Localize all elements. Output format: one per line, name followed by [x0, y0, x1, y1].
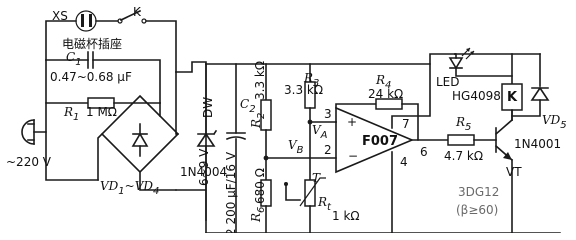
rt-value: 1 kΩ	[332, 209, 360, 223]
led-label: LED	[436, 75, 460, 89]
zener-label: DW	[201, 97, 215, 118]
positive-rail	[205, 53, 456, 65]
r4-label: R4	[375, 73, 391, 91]
pin3-label: 3	[324, 107, 332, 121]
r2-label: R2	[249, 113, 267, 129]
transistor-vt-symbol	[494, 118, 514, 162]
transistor-label: VT	[506, 165, 522, 179]
mains-plug-symbol	[21, 119, 35, 145]
vd5-diode-symbol	[530, 86, 550, 101]
transistor-model: 3DG12	[458, 185, 499, 199]
socket-xs-symbol	[75, 10, 97, 32]
rt-label: Rt	[317, 195, 332, 213]
opamp-plus: +	[347, 115, 357, 129]
switch-label: K	[133, 5, 142, 19]
opamp-minus: −	[348, 149, 358, 163]
mains-label: ~220 V	[6, 155, 52, 169]
vd5-label: VD5	[542, 113, 567, 131]
r4-value: 24 kΩ	[368, 87, 403, 101]
r3-label: R3	[303, 71, 319, 89]
relay-model: HG4098	[452, 89, 501, 103]
bridge-diode-label: 1N4004	[180, 165, 227, 179]
socket-label: XS	[52, 9, 68, 23]
bridge-ref-section: R3 3.3 kΩ VA T Rt 1 kΩ	[284, 63, 360, 233]
pin4-label: 4	[400, 155, 408, 169]
r2-value: 3.3 kΩ	[253, 61, 267, 100]
divider-section: R2 3.3 kΩ R6 680 Ω VB	[249, 61, 337, 233]
c1-label: C1	[66, 50, 82, 68]
va-label: VA	[312, 123, 328, 141]
feedback-section: R4 24 kΩ	[335, 73, 419, 141]
r3-value: 3.3 kΩ	[284, 83, 323, 97]
top-rail-entry	[175, 61, 207, 73]
pin7-to-rail	[391, 63, 431, 129]
r5-value: 4.7 kΩ	[444, 149, 483, 163]
switch-k-symbol	[117, 9, 147, 24]
c2-capacitor-symbol	[225, 132, 247, 141]
transistor-beta: (β≥60)	[456, 203, 498, 217]
vb-label: VB	[288, 138, 304, 156]
pin7-label: 7	[402, 117, 410, 131]
circuit-diagram: XS K 电磁杯插座 C1 0.47~0.68 μF R1 1 MΩ	[6, 5, 567, 233]
led-symbol	[448, 47, 475, 70]
opamp-f007: + − F007 3 2 7 6 4	[324, 63, 431, 233]
r5-label: R5	[455, 115, 471, 133]
c2-value: 2 200 μF/16 V	[224, 151, 238, 233]
r6-value: 680 Ω	[253, 168, 267, 204]
zener-dw-symbol	[196, 129, 218, 147]
zener-value: 6~9 V	[197, 148, 211, 186]
regulator-section: DW 6~9 V C2 2 200 μF/16 V	[196, 63, 256, 233]
output-section: LED K HG4098 VD5 1N4001	[436, 47, 567, 151]
vd5-model: 1N4001	[514, 137, 561, 151]
r1-value: 1 MΩ	[86, 105, 117, 119]
pin6-label: 6	[420, 145, 428, 159]
r5-resistor	[447, 134, 475, 146]
driver-section: R5 4.7 kΩ VT 3DG12 (β≥60)	[417, 103, 522, 233]
relay-label: K	[507, 90, 518, 105]
pin2-label: 2	[324, 143, 332, 157]
input-section: XS K 电磁杯插座 C1 0.47~0.68 μF R1 1 MΩ	[6, 5, 227, 197]
left-supply-link	[175, 63, 207, 233]
bridge-label: VD1~VD4	[100, 179, 159, 197]
opamp-label: F007	[362, 134, 398, 149]
temp-label: T	[312, 171, 321, 185]
socket-name-label: 电磁杯插座	[62, 36, 122, 51]
c2-label: C2	[240, 97, 256, 115]
r6-label: R6	[249, 207, 267, 223]
r1-label: R1	[63, 105, 79, 123]
c1-value: 0.47~0.68 μF	[50, 70, 132, 84]
